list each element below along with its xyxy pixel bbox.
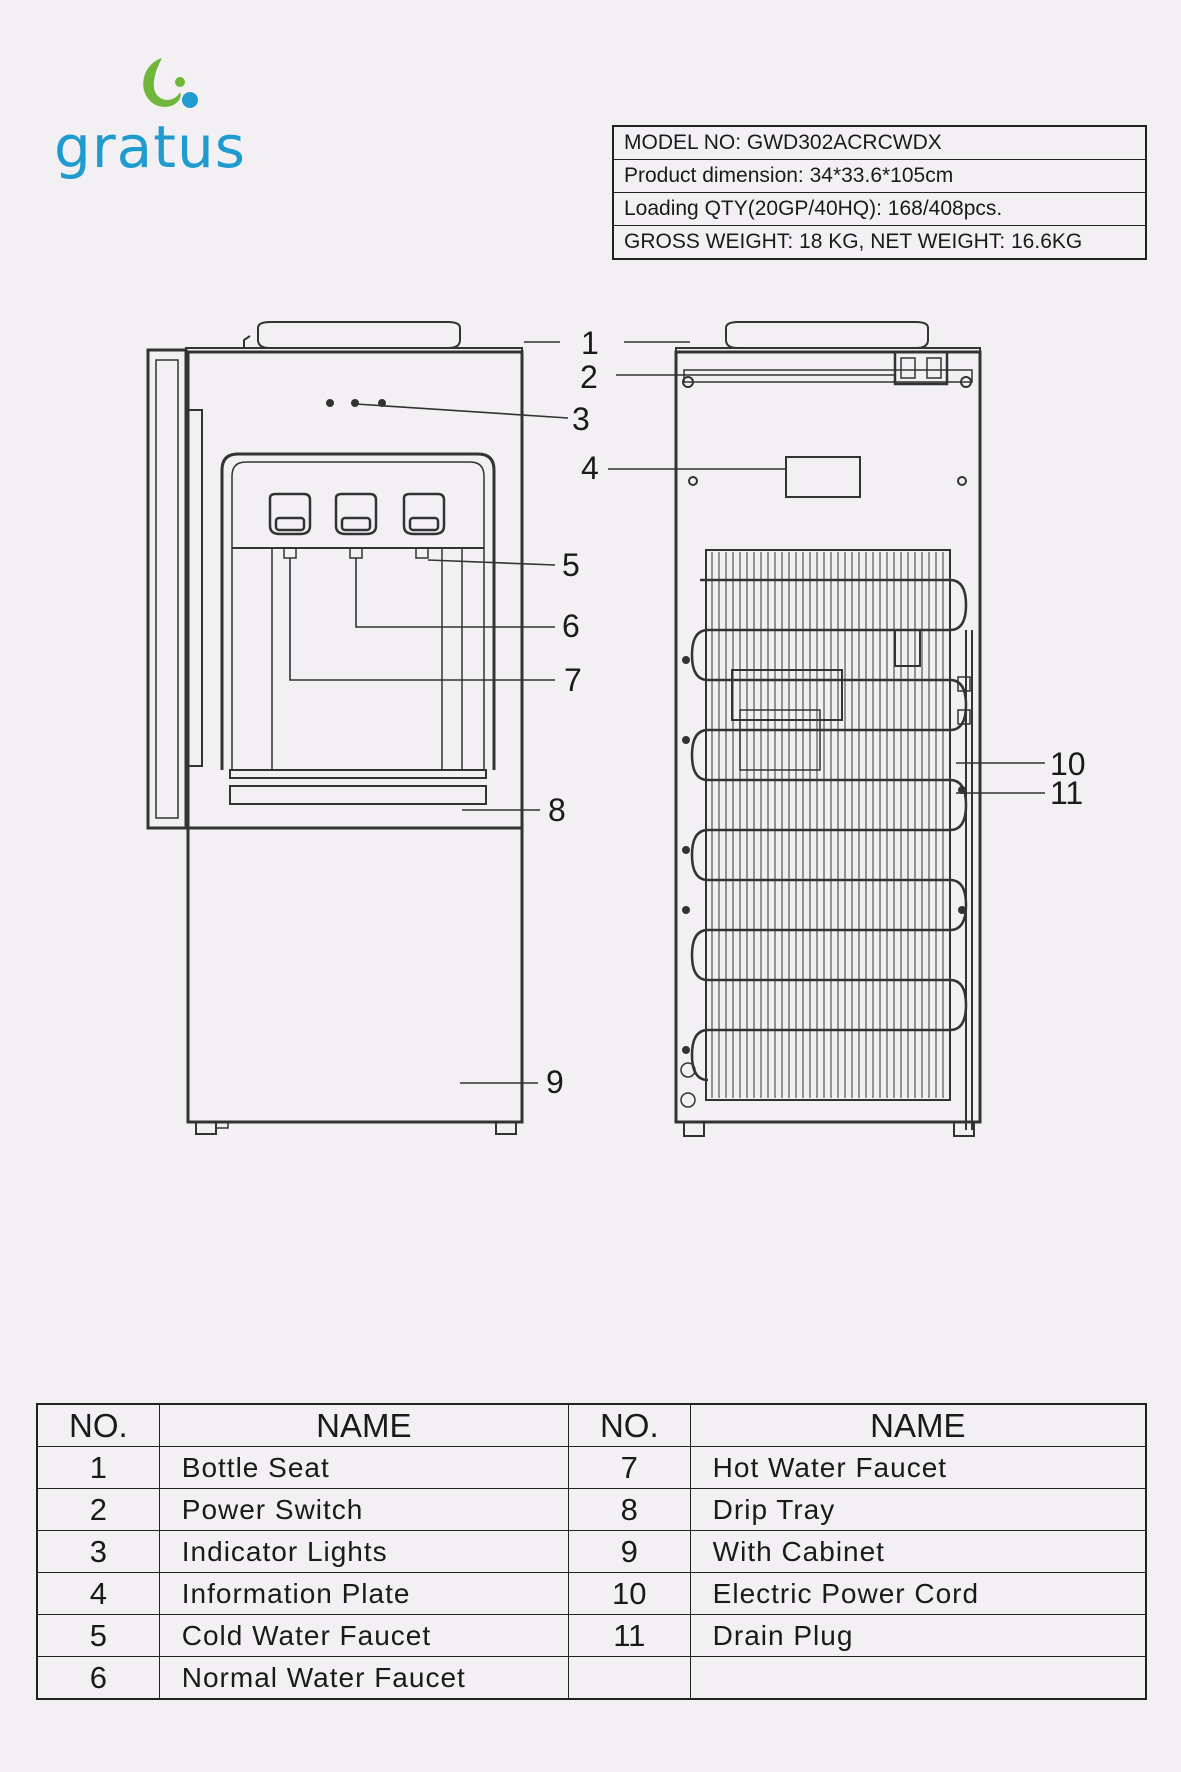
front-body [186,350,524,1124]
water-dispenser-diagram: 1 2 3 4 5 6 7 8 9 10 11 [146,321,1086,1137]
header-no: NO. [567,1403,691,1447]
spec-weight: GROSS WEIGHT: 18 KG, NET WEIGHT: 16.6KG [612,225,1147,260]
part-no: 11 [567,1614,691,1657]
callout-lines [289,341,1045,1084]
gratus-logo-icon [143,58,198,108]
back-body [674,350,982,1124]
parts-table: NO. NAME NO. NAME 1 Bottle Seat 7 Hot Wa… [36,1403,1147,1700]
callout-6: 6 [562,608,580,644]
part-name: Bottle Seat [158,1446,569,1489]
part-no: 6 [36,1656,160,1700]
part-name: Drain Plug [689,1614,1147,1657]
table-row: 5 Cold Water Faucet 11 Drain Plug [36,1614,1147,1657]
spec-model: MODEL NO: GWD302ACRCWDX [612,125,1147,160]
callout-1: 1 [581,325,599,361]
table-row: 2 Power Switch 8 Drip Tray [36,1488,1147,1531]
information-plate [785,456,861,498]
callout-3: 3 [572,401,590,437]
part-no: 2 [36,1488,160,1531]
part-no [567,1656,691,1700]
callout-2: 2 [580,359,598,395]
part-name: Drip Tray [689,1488,1147,1531]
table-row: 6 Normal Water Faucet [36,1656,1147,1700]
bottle-seat [725,321,929,349]
callout-9: 9 [546,1064,564,1100]
spec-loading-qty: Loading QTY(20GP/40HQ): 168/408pcs. [612,192,1147,226]
front-view [146,321,524,1135]
callout-11: 11 [1050,775,1083,811]
table-row: 1 Bottle Seat 7 Hot Water Faucet [36,1446,1147,1489]
header-no: NO. [36,1403,160,1447]
part-no: 10 [567,1572,691,1615]
part-no: 5 [36,1614,160,1657]
header-name: NAME [158,1403,569,1447]
part-name: With Cabinet [689,1530,1147,1573]
part-name: Information Plate [158,1572,569,1615]
callout-8: 8 [548,792,566,828]
table-header-row: NO. NAME NO. NAME [36,1403,1147,1447]
spec-dimension: Product dimension: 34*33.6*105cm [612,159,1147,193]
callout-7: 7 [564,662,582,698]
callout-numbers: 1 2 3 4 5 6 7 8 9 10 11 [546,325,1086,1100]
part-no: 1 [36,1446,160,1489]
indicator-light-icon [326,399,334,407]
brand-name: gratus [54,113,246,181]
part-no: 9 [567,1530,691,1573]
callout-5: 5 [562,547,580,583]
faucet-icon [268,492,446,536]
part-no: 4 [36,1572,160,1615]
back-view [674,321,982,1137]
table-row: 4 Information Plate 10 Electric Power Co… [36,1572,1147,1615]
spec-table: MODEL NO: GWD302ACRCWDX Product dimensio… [612,125,1147,260]
part-name: Normal Water Faucet [158,1656,569,1700]
part-name: Electric Power Cord [689,1572,1147,1615]
table-row: 3 Indicator Lights 9 With Cabinet [36,1530,1147,1573]
part-no: 8 [567,1488,691,1531]
callout-4: 4 [581,450,599,486]
part-name: Indicator Lights [158,1530,569,1573]
part-name: Hot Water Faucet [689,1446,1147,1489]
part-no: 3 [36,1530,160,1573]
part-name: Power Switch [158,1488,569,1531]
part-name [689,1656,1147,1700]
condenser-grille [705,549,951,1101]
drip-tray [229,769,487,779]
bottle-seat [257,321,461,349]
header-name: NAME [689,1403,1147,1447]
callout-10: 10 [1050,746,1086,782]
power-switch [893,350,949,386]
indicator-light-icon [351,399,359,407]
part-name: Cold Water Faucet [158,1614,569,1657]
part-no: 7 [567,1446,691,1489]
